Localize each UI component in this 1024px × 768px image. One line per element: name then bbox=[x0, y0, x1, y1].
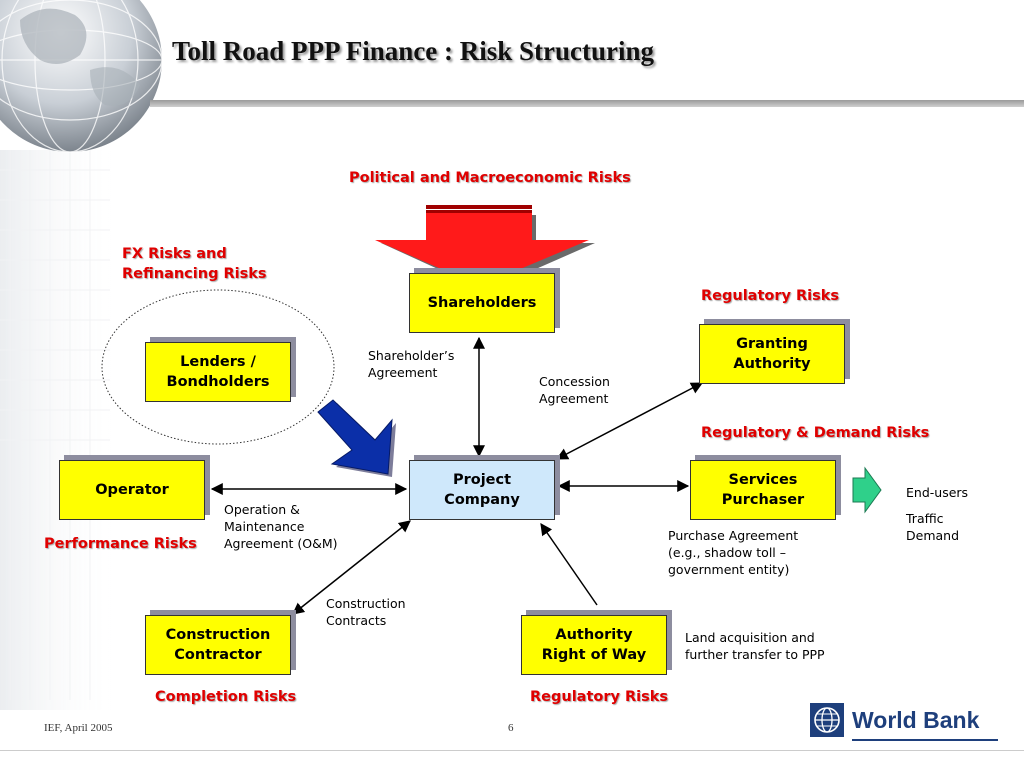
lenders-label-line1: Lenders / bbox=[180, 354, 256, 370]
world-bank-logo: World Bank bbox=[810, 703, 1000, 743]
authority-label-line2: Right of Way bbox=[541, 647, 647, 663]
granting-authority-box: Granting Authority bbox=[699, 324, 845, 384]
completion-risk-label: Completion Risks bbox=[155, 689, 297, 705]
construction-label-line2: Contractor bbox=[174, 647, 262, 663]
services-label-line2: Purchaser bbox=[721, 492, 805, 508]
authority-label-line1: Authority bbox=[555, 627, 633, 643]
regulatory-risk-label-top: Regulatory Risks bbox=[701, 288, 840, 304]
services-purchaser-box: Services Purchaser bbox=[690, 460, 836, 520]
granting-project-line bbox=[555, 382, 704, 460]
shareholders-box: Shareholders bbox=[409, 273, 555, 333]
globe-graphic bbox=[0, 0, 163, 153]
political-risk-label: Political and Macroeconomic Risks bbox=[349, 170, 631, 186]
lenders-label-line2: Bondholders bbox=[166, 374, 270, 390]
project-company-box: Project Company bbox=[409, 460, 555, 520]
project-label-line1: Project bbox=[452, 472, 512, 488]
world-bank-logo-text: World Bank bbox=[852, 707, 980, 733]
authority-project-line bbox=[540, 523, 598, 606]
construction-contractor-box: Construction Contractor bbox=[145, 615, 291, 675]
fx-risk-label-line2: Refinancing Risks bbox=[122, 266, 267, 282]
lenders-blue-arrow bbox=[317, 399, 396, 477]
operator-label: Operator bbox=[95, 482, 169, 498]
authority-row-box: Authority Right of Way bbox=[521, 615, 667, 675]
regulatory-demand-risk-label: Regulatory & Demand Risks bbox=[701, 425, 930, 441]
footer-divider bbox=[0, 750, 1024, 751]
land-acquisition-note: Land acquisition and further transfer to… bbox=[685, 630, 825, 662]
services-label-line1: Services bbox=[728, 472, 798, 488]
page-number: 6 bbox=[508, 722, 514, 734]
om-agreement-note: Operation & Maintenance Agreement (O&M) bbox=[224, 502, 338, 551]
end-users-note: End-users bbox=[906, 485, 969, 500]
title-divider bbox=[150, 100, 1024, 107]
construction-label-line1: Construction bbox=[165, 627, 271, 643]
concession-agreement-note: Concession Agreement bbox=[539, 374, 610, 406]
political-risk-arrow bbox=[375, 205, 595, 291]
regulatory-risk-label-bottom: Regulatory Risks bbox=[530, 689, 669, 705]
construction-contracts-note: Construction Contracts bbox=[326, 596, 406, 628]
purchase-agreement-note: Purchase Agreement (e.g., shadow toll – … bbox=[668, 528, 799, 577]
shareholders-label: Shareholders bbox=[427, 295, 537, 311]
operator-box: Operator bbox=[59, 460, 205, 520]
world-bank-globe-icon bbox=[810, 703, 844, 737]
footer-date: IEF, April 2005 bbox=[44, 722, 113, 734]
end-users-green-arrow bbox=[852, 466, 882, 514]
page-title: Toll Road PPP Finance : Risk Structuring bbox=[172, 36, 655, 66]
fx-risk-label-line1: FX Risks and bbox=[122, 246, 227, 262]
construction-project-line bbox=[292, 520, 411, 615]
traffic-demand-note: Traffic Demand bbox=[906, 511, 960, 543]
performance-risk-label: Performance Risks bbox=[44, 536, 197, 552]
lenders-box: Lenders / Bondholders bbox=[145, 342, 291, 402]
fx-risk-ellipse bbox=[101, 289, 335, 445]
grid-pattern bbox=[0, 150, 120, 710]
logo-underline bbox=[852, 739, 998, 741]
shareholder-agreement-note: Shareholder’s Agreement bbox=[368, 348, 455, 380]
granting-label-line1: Granting bbox=[736, 336, 808, 352]
granting-label-line2: Authority bbox=[733, 356, 811, 372]
project-label-line2: Company bbox=[444, 492, 520, 508]
